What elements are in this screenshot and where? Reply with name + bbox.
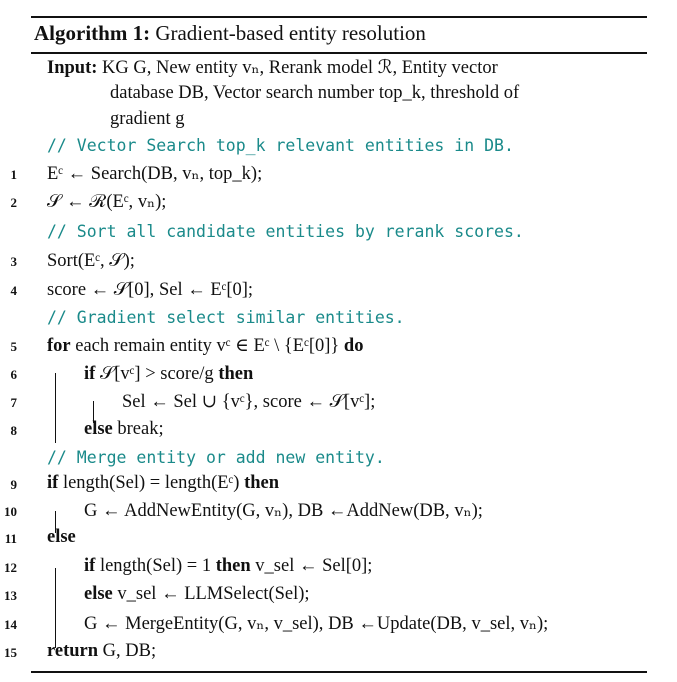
code-line: else: [47, 527, 76, 547]
comment-line: // Sort all candidate entities by rerank…: [47, 222, 524, 241]
code-line: else v_sel ← LLMSelect(Sel);: [84, 584, 310, 604]
line-number: 5: [10, 339, 18, 354]
algorithm-title: Algorithm 1: Gradient-based entity resol…: [34, 21, 426, 46]
code-line: else break;: [84, 419, 164, 439]
input-text-1: KG G, New entity vₙ, Rerank model ℛ, Ent…: [102, 58, 498, 78]
line-number: 8: [10, 423, 18, 438]
line-number: 6: [10, 367, 18, 382]
line-number: 9: [10, 477, 18, 492]
code-line: return G, DB;: [47, 641, 157, 661]
else-block-bar: [55, 568, 56, 648]
comment-line: // Merge entity or add new entity.: [47, 448, 385, 467]
comment-line: // Vector Search top_k relevant entities…: [47, 136, 514, 155]
line-number: 15: [4, 645, 17, 660]
input-text-2: database DB, Vector search number top_k,…: [110, 83, 520, 103]
input-line-1: Input: KG G, New entity vₙ, Rerank model…: [47, 57, 498, 79]
input-text-3: gradient g: [110, 109, 185, 129]
line-number: 7: [10, 395, 18, 410]
line-number: 4: [10, 283, 18, 298]
line-number: 10: [4, 504, 17, 519]
top-rule: [31, 16, 647, 18]
if-block-bar: [93, 401, 94, 423]
input-keyword: Input:: [47, 58, 98, 78]
line-number: 2: [10, 195, 18, 210]
comment-line: // Gradient select similar entities.: [47, 308, 405, 327]
code-line: G ← AddNewEntity(G, vₙ), DB ←AddNew(DB, …: [84, 501, 483, 521]
then-block-bar: [55, 511, 56, 533]
line-number: 1: [10, 167, 18, 182]
code-line: G ← MergeEntity(G, vₙ, v_sel), DB ←Updat…: [84, 614, 549, 634]
input-line-2: database DB, Vector search number top_k,…: [110, 83, 519, 104]
code-line: for each remain entity vᶜ ∈ Eᶜ \ {Eᶜ[0]}…: [47, 336, 364, 356]
code-line: Eᶜ ← Search(DB, vₙ, top_k);: [47, 164, 263, 184]
algorithm-label: Algorithm 1:: [34, 21, 151, 45]
code-line: 𝒮 ← ℛ(Eᶜ, vₙ);: [47, 192, 167, 212]
line-number: 11: [4, 531, 17, 546]
code-line: if length(Sel) = 1 then v_sel ← Sel[0];: [84, 556, 373, 576]
line-number: 3: [10, 254, 18, 269]
line-number: 13: [4, 588, 17, 603]
code-line: Sort(Eᶜ, 𝒮);: [47, 251, 135, 271]
code-line: score ← 𝒮[0], Sel ← Eᶜ[0];: [47, 280, 254, 300]
header-rule: [31, 52, 647, 54]
bottom-rule: [31, 671, 647, 673]
code-line: if 𝒮[vᶜ] > score/g then: [84, 364, 254, 384]
input-line-3: gradient g: [110, 109, 185, 130]
line-number: 14: [4, 617, 17, 632]
for-block-bar: [55, 373, 56, 443]
line-number: 12: [4, 560, 17, 575]
code-line: Sel ← Sel ∪ {vᶜ}, score ← 𝒮[vᶜ];: [122, 392, 376, 412]
algorithm-name: Gradient-based entity resolution: [155, 21, 426, 45]
code-line: if length(Sel) = length(Eᶜ) then: [47, 473, 280, 493]
